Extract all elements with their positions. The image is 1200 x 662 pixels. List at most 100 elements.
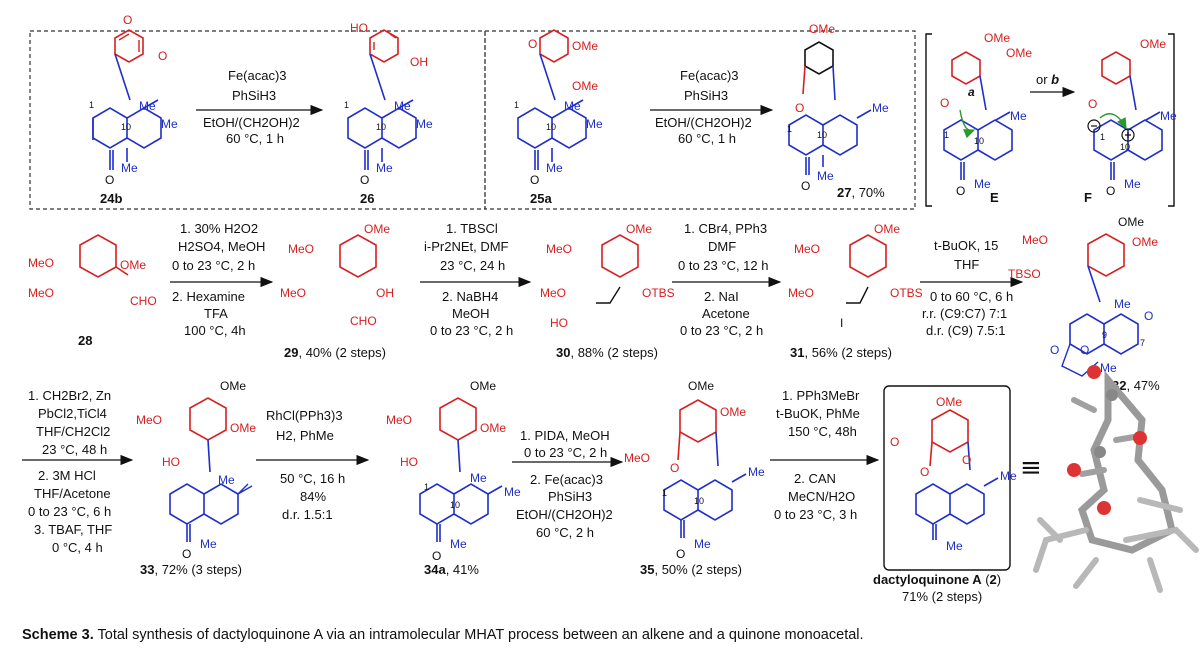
- label-28: 28: [78, 333, 92, 348]
- 30-atom-2: OMe: [626, 222, 652, 236]
- 35-atom-6: Me: [694, 537, 711, 551]
- arrow1-line2: PhSiH3: [232, 88, 276, 103]
- 27-atom-2: O: [795, 101, 804, 115]
- 24b-atom-5: Me: [161, 117, 178, 131]
- arrow10-line2: t-BuOK, PhMe: [776, 406, 860, 421]
- 31-atom-4: OTBS: [890, 286, 923, 300]
- arrow10-line6: 0 to 23 °C, 3 h: [774, 507, 857, 522]
- label-2-num: 2: [990, 572, 997, 587]
- E-atom-9: 10: [974, 136, 984, 146]
- 35-atom-1: OMe: [688, 379, 714, 393]
- arrow2-line2: PhSiH3: [684, 88, 728, 103]
- 24b-atom-3: O: [105, 173, 114, 187]
- arrow1-line4: 60 °C, 1 h: [226, 131, 284, 146]
- 34a-atom-4: HO: [400, 455, 418, 469]
- 30-atom-3: MeO: [540, 286, 566, 300]
- label-E: E: [990, 190, 999, 205]
- 34a-atom-2: MeO: [386, 413, 412, 427]
- 29-atom-2: OMe: [364, 222, 390, 236]
- E-atom-6: Me: [974, 177, 991, 191]
- 33-atom-4: HO: [162, 455, 180, 469]
- 34a-atom-5: Me: [470, 471, 487, 485]
- 24b-atom-6: Me: [121, 161, 138, 175]
- 35-atom-3: MeO: [624, 451, 650, 465]
- equivalence-sign: ≡: [1020, 453, 1042, 483]
- label-2: dactyloquinone A (2): [873, 572, 1001, 587]
- 32-atom-2: MeO: [1022, 233, 1048, 247]
- arrow4-line1: 1. TBSCl: [446, 221, 498, 236]
- crystal-structure-image: [1033, 365, 1199, 593]
- F-atom-6: 1: [1100, 132, 1105, 142]
- label-30-yield: , 88% (2 steps): [570, 345, 657, 360]
- 28-atom-3: MeO: [28, 286, 54, 300]
- 32-atom-4: TBSO: [1008, 267, 1041, 281]
- 32-atom-6: O: [1144, 309, 1153, 323]
- arrow7-line6: THF/Acetone: [34, 486, 111, 501]
- arrow7-line4: 23 °C, 48 h: [42, 442, 107, 457]
- arrow10-line4: 2. CAN: [794, 471, 836, 486]
- 34a-atom-10: 10: [450, 500, 460, 510]
- arrow9-line4: PhSiH3: [548, 489, 592, 504]
- arrow3-line5: TFA: [204, 306, 228, 321]
- 26-atom-2: OH: [410, 55, 428, 69]
- arrow3-line2: H2SO4, MeOH: [178, 239, 265, 254]
- 32-atom-3: OMe: [1132, 235, 1158, 249]
- arrow7-line7: 0 to 23 °C, 6 h: [28, 504, 111, 519]
- 32-atom-9: O: [1050, 343, 1059, 357]
- F-atom-3: O: [1106, 184, 1115, 198]
- 2-atom-4: O: [920, 465, 929, 479]
- compound-30: MeO OMe MeO OTBS HO 30, 88% (2 steps): [540, 222, 675, 360]
- label-31: 31, 56% (2 steps): [790, 345, 892, 360]
- label-2-name: dactyloquinone A: [873, 572, 982, 587]
- 27-atom-3: O: [801, 179, 810, 193]
- figure-caption: Scheme 3. Total synthesis of dactyloquin…: [22, 627, 864, 643]
- arrow1-line3: EtOH/(CH2OH)2: [203, 115, 300, 130]
- arrow6-line3: 0 to 60 °C, 6 h: [930, 289, 1013, 304]
- arrow4-line5: MeOH: [452, 306, 490, 321]
- 25a-atom-6: Me: [586, 117, 603, 131]
- arrow8-line5: d.r. 1.5:1: [282, 507, 333, 522]
- label-31-num: 31: [790, 345, 804, 360]
- 28-atom-1: MeO: [28, 256, 54, 270]
- 27-atom-1: OMe: [809, 22, 835, 36]
- label-35-yield: , 50% (2 steps): [654, 562, 741, 577]
- label-32-yield: , 47%: [1126, 378, 1160, 393]
- 31-atom-1: MeO: [794, 242, 820, 256]
- F-atom-7: 10: [1120, 142, 1130, 152]
- label-F: F: [1084, 190, 1092, 205]
- arrow8-line2: H2, PhMe: [276, 428, 334, 443]
- E-atom-5: Me: [1010, 109, 1027, 123]
- 34a-atom-6: Me: [504, 485, 521, 499]
- 29-atom-4: OH: [376, 286, 394, 300]
- 29-atom-3: MeO: [280, 286, 306, 300]
- 24b-atom-7: 1: [89, 100, 94, 110]
- compound-31: MeO OMe MeO OTBS I 31, 56% (2 steps): [788, 222, 923, 360]
- 27-atom-4: Me: [872, 101, 889, 115]
- arrow8-line4: 84%: [300, 489, 326, 504]
- 33-atom-7: Me: [200, 537, 217, 551]
- 2-atom-3: O: [962, 453, 971, 467]
- arrow4-line4: 2. NaBH4: [442, 289, 498, 304]
- label-31-yield: , 56% (2 steps): [804, 345, 891, 360]
- 29-atom-5: CHO: [350, 314, 377, 328]
- 33-atom-1: OMe: [220, 379, 246, 393]
- label-33-yield: , 72% (3 steps): [154, 562, 241, 577]
- E-atom-3: O: [940, 96, 949, 110]
- arrow10-line1: 1. PPh3MeBr: [782, 388, 860, 403]
- bracket-right: [1168, 33, 1175, 207]
- dashed-box-left: [29, 30, 486, 210]
- intermediate-E: OMe OMe O O Me Me a 1 10 E: [940, 31, 1032, 205]
- arrow5-line5: Acetone: [702, 306, 750, 321]
- 31-atom-2: OMe: [874, 222, 900, 236]
- E-atom-4: O: [956, 184, 965, 198]
- F-atom-2: O: [1088, 97, 1097, 111]
- 34a-atom-3: OMe: [480, 421, 506, 435]
- E-atom-8: 1: [944, 130, 949, 140]
- label-2-close: ): [997, 572, 1001, 587]
- 32-atom-8: 7: [1140, 338, 1145, 348]
- label-30-num: 30: [556, 345, 570, 360]
- caption-label: Scheme 3.: [22, 627, 94, 643]
- arrow6-line1: t-BuOK, 15: [934, 238, 998, 253]
- label-34a-num: 34a: [424, 562, 446, 577]
- 32-atom-10: O: [1080, 343, 1089, 357]
